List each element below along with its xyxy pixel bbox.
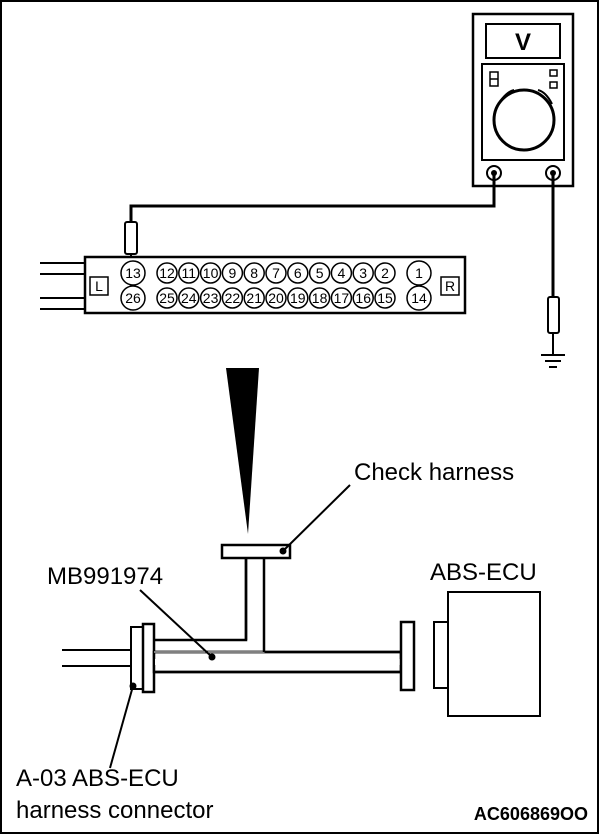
pin-label-22: 22 (225, 290, 241, 306)
pin-label-20: 20 (268, 290, 284, 306)
pin-25 (156, 287, 178, 309)
pin-label-25: 25 (159, 290, 175, 306)
pin-label-16: 16 (355, 290, 371, 306)
pin-label-10: 10 (203, 265, 219, 281)
pin-18 (308, 287, 331, 309)
pin-label-6: 6 (294, 265, 302, 281)
pin-16 (352, 287, 374, 309)
pin-label-18: 18 (312, 290, 328, 306)
ground-probe (547, 296, 560, 355)
pin-10 (199, 262, 222, 284)
pin-label-12: 12 (159, 265, 175, 281)
tool-number-label: MB991974 (47, 563, 163, 590)
pin-label-1: 1 (415, 265, 423, 281)
pin-22 (221, 287, 244, 309)
pin-label-9: 9 (229, 265, 237, 281)
pin-1 (406, 260, 432, 286)
range-dial (492, 88, 556, 152)
pin-9 (221, 262, 244, 284)
ecu-side-connector (399, 620, 416, 692)
pin-row-bottom: 26 25 24 23 22 21 20 19 18 17 16 15 14 (120, 285, 432, 311)
left-marker: L (95, 278, 103, 294)
pin-6 (287, 262, 309, 284)
pin-14 (406, 285, 432, 311)
pin-19 (287, 287, 309, 309)
pin-26 (120, 285, 146, 311)
pin-24 (178, 287, 200, 309)
pin-label-23: 23 (203, 290, 219, 306)
pin-17 (330, 287, 353, 309)
check-harness-label: Check harness (354, 459, 514, 486)
pin-23 (199, 287, 222, 309)
pin-label-14: 14 (411, 290, 427, 306)
ground-symbol-icon (541, 354, 565, 368)
voltmeter-display-text: V (515, 29, 531, 56)
pin-12 (156, 262, 178, 284)
abs-ecu-label: ABS-ECU (430, 559, 537, 586)
pin-13 (120, 260, 146, 286)
pin-label-24: 24 (181, 290, 197, 306)
pin-21 (243, 287, 265, 309)
pin-label-19: 19 (290, 290, 306, 306)
pin-11 (178, 262, 200, 284)
pin-label-21: 21 (246, 290, 262, 306)
pin-label-15: 15 (377, 290, 393, 306)
test-lead-positive (129, 173, 496, 222)
pin-label-17: 17 (334, 290, 350, 306)
pin-7 (265, 262, 287, 284)
pin-label-3: 3 (359, 265, 367, 281)
figure-code: AC606869OO (474, 804, 588, 824)
check-harness-terminal (220, 543, 292, 560)
pin-2 (374, 262, 396, 284)
pin-15 (374, 287, 396, 309)
pin-label-26: 26 (125, 290, 141, 306)
a03-harness-connector (130, 622, 156, 694)
pin-label-2: 2 (381, 265, 389, 281)
pin-4 (330, 262, 353, 284)
harness-label-line2: harness connector (16, 797, 213, 824)
down-arrow-icon (226, 368, 259, 534)
pin-label-5: 5 (316, 265, 324, 281)
leader-check-harness (282, 484, 351, 552)
voltmeter-display (485, 23, 561, 59)
pin-label-7: 7 (272, 265, 280, 281)
leader-tool (139, 589, 213, 658)
pin-8 (243, 262, 265, 284)
pin-3 (352, 262, 374, 284)
right-marker: R (445, 278, 455, 294)
pin-label-13: 13 (125, 265, 141, 281)
pin-20 (265, 287, 287, 309)
harness-label-line1: A-03 ABS-ECU (16, 765, 179, 792)
leader-harness-connector (109, 685, 134, 769)
pin-5 (308, 262, 331, 284)
pin-label-4: 4 (338, 265, 346, 281)
pin-label-11: 11 (182, 265, 197, 281)
voltmeter: V (471, 12, 575, 188)
pin-label-8: 8 (250, 265, 258, 281)
abs-ecu-unit (433, 591, 541, 717)
